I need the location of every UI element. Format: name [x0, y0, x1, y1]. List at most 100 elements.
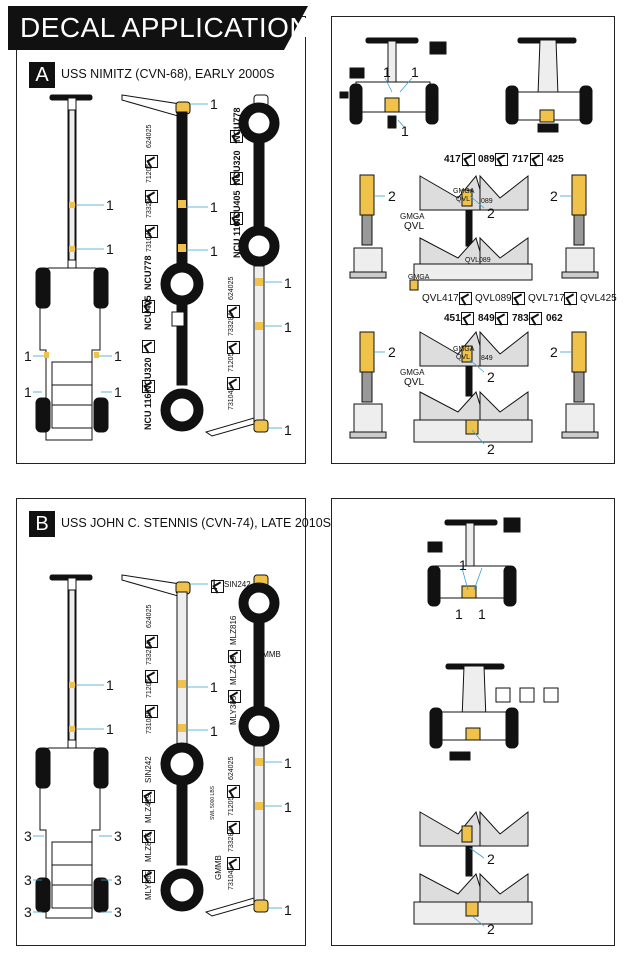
page-title: DECAL APPLICATION: [20, 12, 311, 43]
decal-icon: [142, 340, 155, 353]
decal-label: 425: [547, 154, 564, 165]
callout-2: 2: [487, 441, 495, 457]
decal-icon: [145, 635, 158, 648]
decal-icon: [227, 305, 240, 318]
decal-label: 717: [512, 154, 529, 165]
callout-2: 2: [388, 188, 396, 204]
decal-label: GMMB: [256, 650, 281, 659]
decal-icon: [142, 830, 155, 843]
decal-label: QVL: [456, 354, 471, 361]
decal-icon: [227, 341, 240, 354]
callout-1: 1: [284, 422, 292, 438]
callout-3: 3: [24, 872, 32, 888]
callout-2: 2: [550, 188, 558, 204]
callout-1: 1: [210, 679, 218, 695]
decal-label: QVL089: [465, 257, 491, 264]
callout-1: 1: [106, 241, 114, 257]
decal-icon: [495, 153, 508, 166]
decal-icon: [145, 155, 158, 168]
decal-label: QVL: [404, 377, 425, 388]
callout-3: 3: [114, 872, 122, 888]
callout-3: 3: [24, 828, 32, 844]
decal-icon: [512, 292, 525, 305]
decal-label: QVL: [404, 221, 425, 232]
decal-icon: [459, 292, 472, 305]
decal-icon: [227, 821, 240, 834]
callout-1: 1: [455, 606, 463, 622]
decal-label: GMGA: [400, 212, 425, 221]
decal-label: 417: [444, 154, 461, 165]
decal-label: QVL: [456, 196, 471, 203]
decal-icon: [461, 312, 474, 325]
callout-3: 3: [114, 904, 122, 920]
decal-icon: [495, 312, 508, 325]
decal-icon: [211, 580, 224, 593]
callout-1: 1: [284, 275, 292, 291]
callout-1: 1: [210, 243, 218, 259]
decal-label: 451: [444, 313, 461, 324]
callout-3: 3: [114, 828, 122, 844]
decal-icon: [142, 790, 155, 803]
decal-label: QVL425: [580, 293, 617, 304]
callout-3: 3: [24, 904, 32, 920]
callout-1: 1: [284, 902, 292, 918]
callout-1: 1: [401, 123, 409, 139]
callout-1: 1: [114, 384, 122, 400]
decal-icon: [145, 225, 158, 238]
decal-label: 062: [546, 313, 563, 324]
callout-2: 2: [487, 921, 495, 937]
callout-1: 1: [210, 199, 218, 215]
decal-icon: [142, 870, 155, 883]
decal-icon: [564, 292, 577, 305]
decal-icon: [462, 153, 475, 166]
decal-icon: [230, 212, 243, 225]
callout-1: 1: [411, 64, 419, 80]
decal-icon: [145, 705, 158, 718]
callout-1: 1: [106, 721, 114, 737]
header-banner: DECAL APPLICATION: [8, 6, 310, 50]
callout-1: 1: [24, 384, 32, 400]
callout-1: 1: [478, 606, 486, 622]
decal-icon: [529, 312, 542, 325]
section-a-badge: A: [29, 62, 55, 88]
decal-label: 849: [478, 313, 495, 324]
decal-icon: [142, 300, 155, 313]
callout-2: 2: [487, 205, 495, 221]
decal-code: SIN242: [224, 580, 251, 589]
callout-1: 1: [106, 197, 114, 213]
decal-label: QVL089: [475, 293, 512, 304]
section-b-badge: B: [29, 511, 55, 537]
section-a-title: USS NIMITZ (CVN-68), EARLY 2000S: [61, 67, 275, 81]
callout-2: 2: [388, 344, 396, 360]
callout-1: 1: [459, 557, 467, 573]
decal-label: 089: [481, 198, 493, 205]
section-b-title: USS JOHN C. STENNIS (CVN-74), LATE 2010S: [61, 516, 331, 530]
decal-icon: [145, 670, 158, 683]
callout-1: 1: [284, 319, 292, 335]
decal-label: 089: [478, 154, 495, 165]
decal-label: QVL417: [422, 293, 459, 304]
decal-label: QVL717: [528, 293, 565, 304]
callout-1: 1: [106, 677, 114, 693]
decal-icon: [142, 380, 155, 393]
callout-1: 1: [383, 64, 391, 80]
callout-1: 1: [210, 96, 218, 112]
decal-icon: [228, 690, 241, 703]
decal-label: GMGA: [400, 368, 425, 377]
decal-label: GMGA: [453, 346, 475, 353]
decal-label: GMGA: [408, 274, 430, 281]
decal-icon: [230, 130, 243, 143]
decal-icon: [230, 172, 243, 185]
decal-icon: [228, 650, 241, 663]
decal-label: 849: [481, 355, 493, 362]
decal-label: GMGA: [453, 188, 475, 195]
